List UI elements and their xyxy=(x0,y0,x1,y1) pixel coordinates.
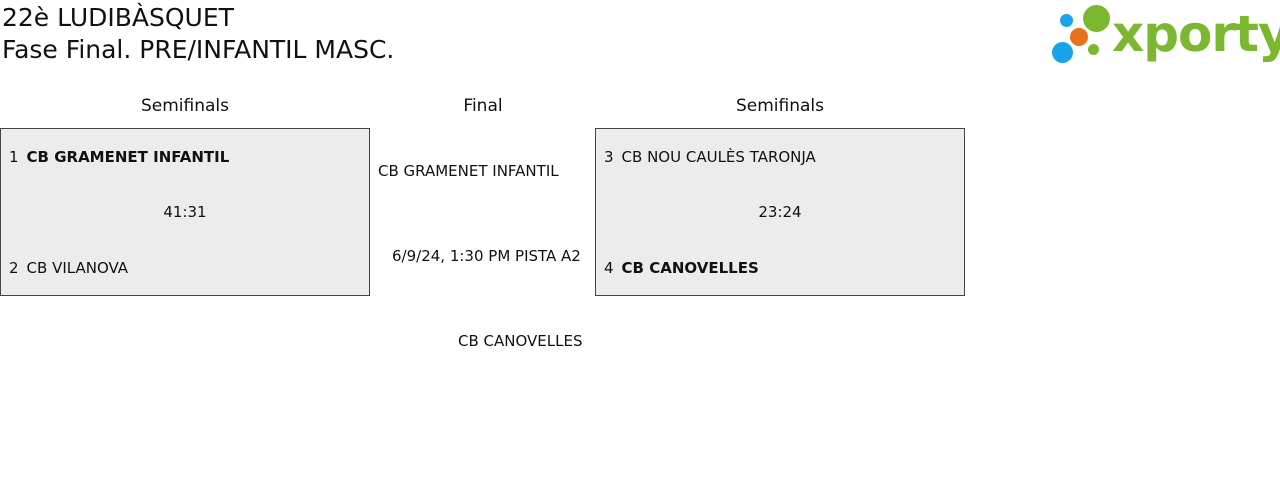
semifinal-right-score: 23:24 xyxy=(758,203,802,221)
phase-title: Fase Final. PRE/INFANTIL MASC. xyxy=(2,35,395,64)
logo-wordmark: xporty xyxy=(1112,5,1280,63)
team-seed: 4 xyxy=(604,259,614,277)
column-header-final: Final xyxy=(463,96,503,116)
semifinal-right-team2: 4 CB CANOVELLES xyxy=(604,259,759,277)
semifinal-right-team1: 3 CB NOU CAULÈS TARONJA xyxy=(604,148,816,166)
team-name: CB CANOVELLES xyxy=(621,259,759,277)
logo-dot-orange xyxy=(1070,28,1088,46)
semifinal-left-team1: 1 CB GRAMENET INFANTIL xyxy=(9,148,229,166)
final-team1: CB GRAMENET INFANTIL xyxy=(378,162,559,180)
column-header-semifinals-right: Semifinals xyxy=(735,96,824,116)
logo-dot-blue-large xyxy=(1052,42,1073,63)
semifinal-left-team2: 2 CB VILANOVA xyxy=(9,259,128,277)
semifinal-left-score: 41:31 xyxy=(163,203,207,221)
semifinal-left-match[interactable]: 1 CB GRAMENET INFANTIL 41:31 2 CB VILANOVA xyxy=(0,128,370,296)
tournament-title: 22è LUDIBÀSQUET xyxy=(2,3,234,32)
logo-dot-green xyxy=(1083,5,1110,32)
team-name: CB GRAMENET INFANTIL xyxy=(26,148,230,166)
column-header-semifinals-left: Semifinals xyxy=(140,96,229,116)
team-seed: 3 xyxy=(604,148,614,166)
team-seed: 1 xyxy=(9,148,19,166)
xporty-logo: xporty xyxy=(1050,4,1280,70)
logo-dot-green-small xyxy=(1088,44,1099,55)
semifinal-right-match[interactable]: 3 CB NOU CAULÈS TARONJA 23:24 4 CB CANOVEL… xyxy=(595,128,965,296)
final-match-info[interactable]: 6/9/24, 1:30 PM PISTA A2 xyxy=(392,247,581,265)
logo-dot-blue-small xyxy=(1060,14,1073,27)
team-name: CB VILANOVA xyxy=(26,259,129,277)
team-name: CB NOU CAULÈS TARONJA xyxy=(621,148,816,166)
team-seed: 2 xyxy=(9,259,19,277)
final-team2: CB CANOVELLES xyxy=(458,332,583,350)
